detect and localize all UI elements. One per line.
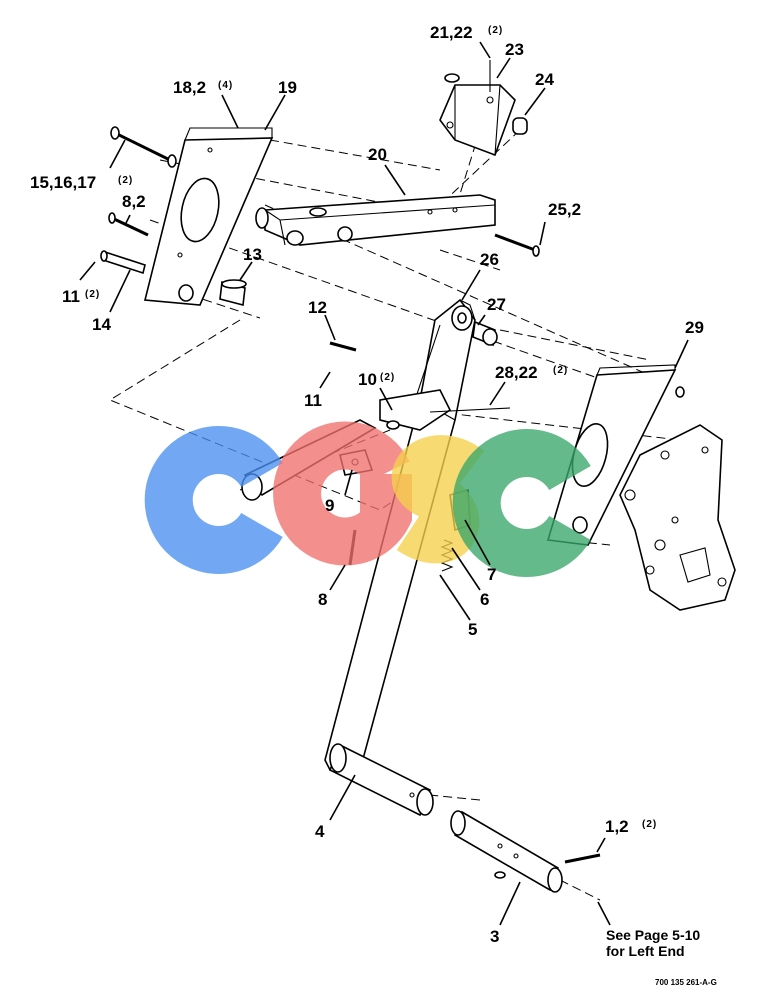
callout-5: 5 <box>468 620 477 639</box>
callout-28-22-qty: (2) <box>553 365 568 376</box>
callout-29: 29 <box>685 318 704 337</box>
callout-18-2: 18,2 <box>173 78 206 97</box>
callout-11-upper-qty: (2) <box>85 289 100 300</box>
callout-24: 24 <box>535 70 554 89</box>
callout-21-22-qty: (2) <box>488 25 503 36</box>
reference-note: See Page 5-10 for Left End <box>606 927 700 959</box>
bracket-23 <box>439 60 516 157</box>
pin-12 <box>329 341 357 352</box>
reference-note-line2: for Left End <box>606 943 685 959</box>
callout-arrows <box>79 41 689 926</box>
callout-20: 20 <box>368 145 387 164</box>
callout-8-lower: 8 <box>318 590 327 609</box>
callout-13: 13 <box>243 245 262 264</box>
sleeve-13 <box>219 279 247 307</box>
callout-27: 27 <box>487 295 506 314</box>
callout-8-2-upper: 8,2 <box>122 192 146 211</box>
callout-18-2-qty: (4) <box>218 80 233 91</box>
callout-3: 3 <box>490 927 499 946</box>
callout-4: 4 <box>315 822 325 841</box>
callout-labels: 21,22 (2) 23 24 18,2 (4) 19 20 15,16,17 … <box>30 23 704 946</box>
callout-23: 23 <box>505 40 524 59</box>
bolt-8-2-upper <box>108 212 149 237</box>
pin-14 <box>100 250 146 275</box>
watermark-letter-g <box>273 421 412 566</box>
callout-15-16-17: 15,16,17 <box>30 173 96 192</box>
watermark-letter-s <box>391 435 485 564</box>
callout-14: 14 <box>92 315 111 334</box>
spacer-24 <box>512 117 528 135</box>
bolt-15-16-17 <box>110 126 177 168</box>
watermark-letter-c2 <box>452 429 591 577</box>
watermark <box>144 421 591 577</box>
tube-4 <box>328 743 434 817</box>
bolt-1-2 <box>494 853 601 879</box>
callout-6: 6 <box>480 590 489 609</box>
callout-1-2: 1,2 <box>605 817 629 836</box>
drawing-code: 700 135 261-A-G <box>655 978 717 987</box>
callout-10: 10 <box>358 370 377 389</box>
callout-7: 7 <box>487 565 496 584</box>
callout-11-upper: 11 <box>62 287 80 306</box>
callout-9: 9 <box>325 496 334 515</box>
bolt-25 <box>494 233 540 257</box>
plate-19 <box>143 127 274 306</box>
callout-10-qty: (2) <box>380 372 395 383</box>
callout-1-2-qty: (2) <box>642 819 657 830</box>
mid-bracket <box>379 389 511 431</box>
crossbeam-20 <box>255 194 496 246</box>
callout-21-22: 21,22 <box>430 23 473 42</box>
tube-3 <box>450 810 563 893</box>
watermark-letter-c1 <box>144 426 283 574</box>
bushing-27 <box>472 320 498 347</box>
callout-28-22: 28,22 <box>495 363 538 382</box>
callout-11-lower: 11 <box>304 391 322 410</box>
callout-12: 12 <box>308 298 327 317</box>
callout-19: 19 <box>278 78 297 97</box>
callout-15-16-17-qty: (2) <box>118 175 133 186</box>
plate-29 <box>546 364 685 546</box>
callout-25-2: 25,2 <box>548 200 581 219</box>
reference-note-line1: See Page 5-10 <box>606 927 700 943</box>
callout-26: 26 <box>480 250 499 269</box>
frame-plate <box>619 424 736 611</box>
